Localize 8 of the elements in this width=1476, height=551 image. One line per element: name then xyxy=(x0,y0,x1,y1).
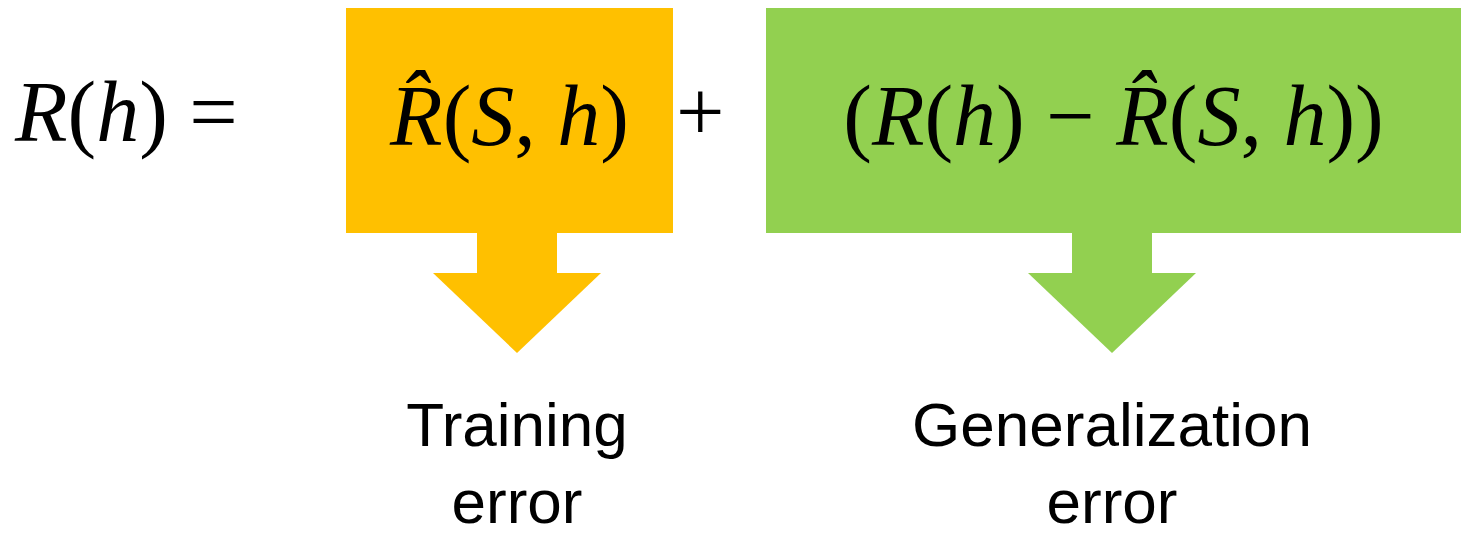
block-arrow xyxy=(1028,233,1196,353)
highlight-box: (R(h) − R̂(S, h)) xyxy=(766,8,1461,233)
caption-text: Generalization error xyxy=(842,378,1382,548)
caption-text: Training error xyxy=(367,378,667,548)
formula-text: R(h) = xyxy=(15,63,238,162)
block-arrow xyxy=(433,233,601,353)
highlight-box: R̂(S, h) xyxy=(346,8,673,233)
formula-text: + xyxy=(676,63,725,162)
